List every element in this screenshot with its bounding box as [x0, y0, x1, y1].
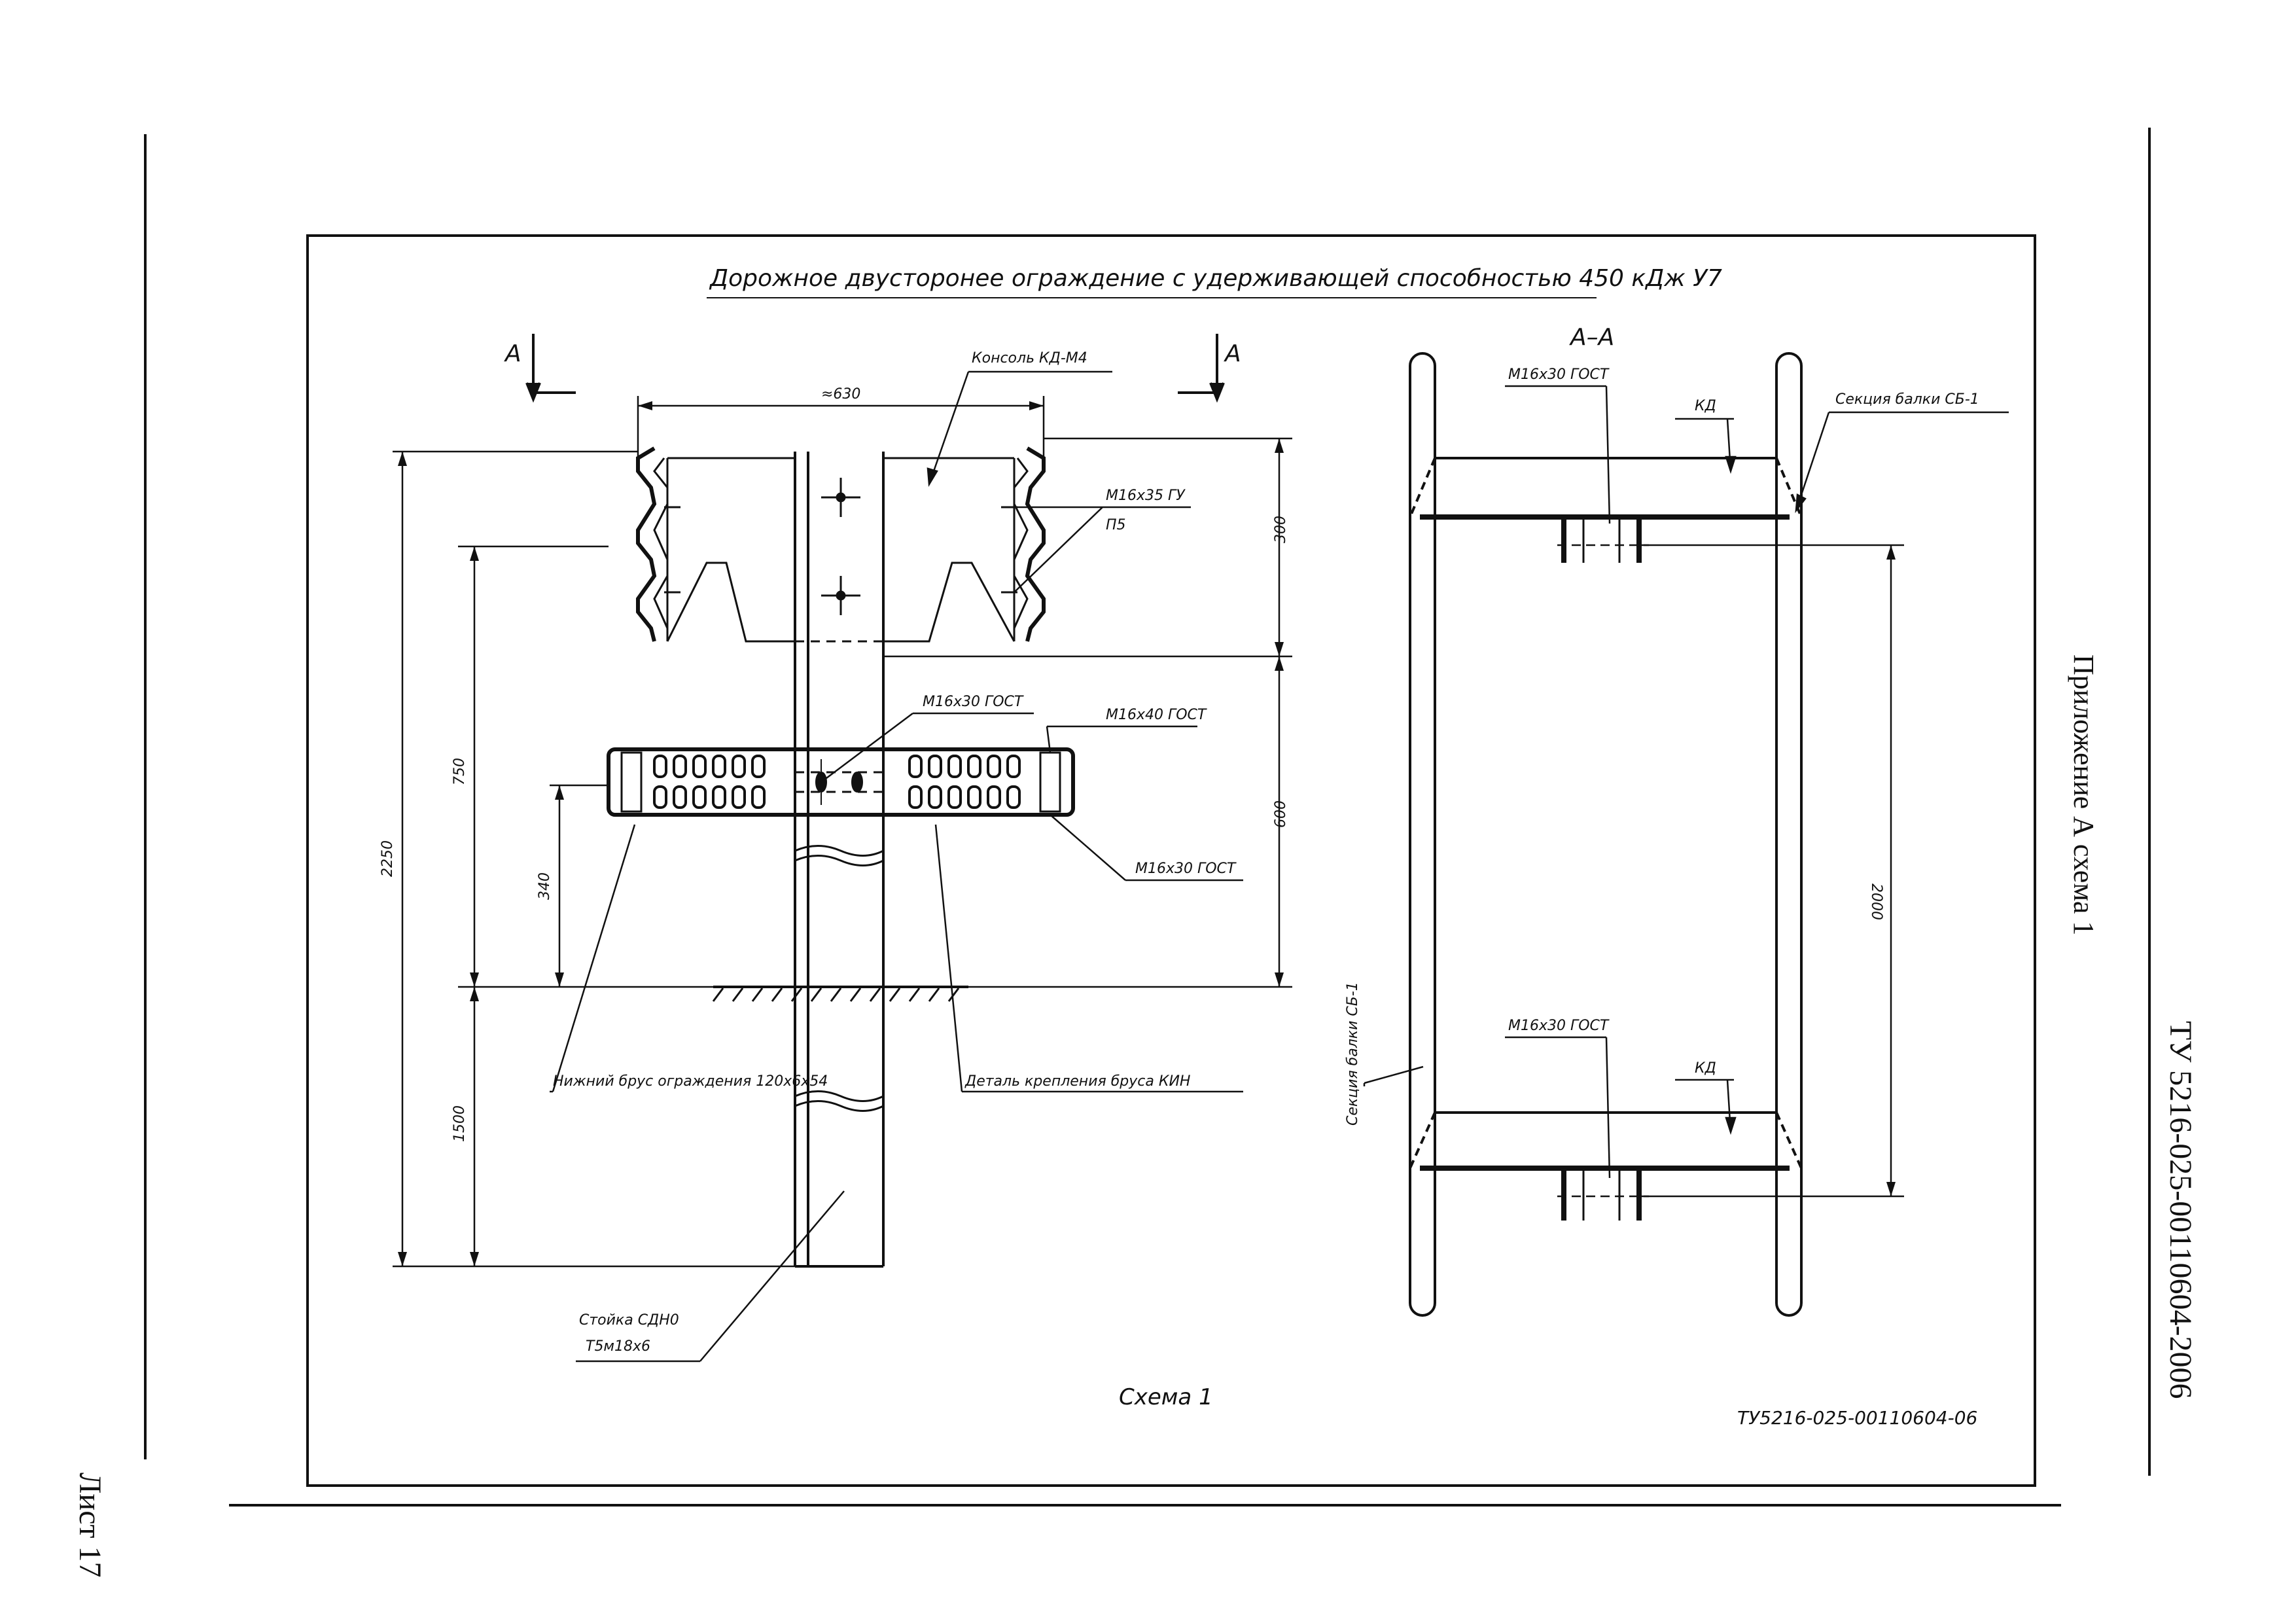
- aa-dim-spacing: 2000: [1868, 883, 1884, 920]
- doc-code: ТУ5216-025-00110604-06: [1737, 1407, 1978, 1429]
- section-mark-left: А: [505, 340, 521, 367]
- aa-beam-left: Секция балки СБ-1: [1345, 982, 1361, 1126]
- appendix-vertical: Приложение А схема 1: [2068, 654, 2100, 936]
- dim-750: 750: [451, 758, 468, 785]
- sheet-vertical: Лист 17: [73, 1472, 107, 1578]
- label-bolt-m16x35: М16х35 ГУ: [1106, 488, 1185, 504]
- section-view-label: А–А: [1570, 324, 1615, 351]
- label-fastening-detail: Деталь крепления бруса КИН: [965, 1073, 1191, 1090]
- dim-300: 300: [1273, 516, 1289, 543]
- dim-340: 340: [537, 872, 553, 900]
- aa-beam-right: Секция балки СБ-1: [1835, 391, 1979, 408]
- label-post-sub: Т5м18х6: [586, 1338, 651, 1355]
- section-aa-view: [1363, 352, 2009, 1317]
- header-vertical: ТУ 5216-025-00110604-2006: [2163, 1021, 2198, 1399]
- dim-1500: 1500: [451, 1105, 468, 1142]
- dim-2250: 2250: [380, 840, 396, 877]
- aa-bolt-top: М16х30 ГОСТ: [1508, 366, 1609, 383]
- label-bolt-m16x30-top: М16х30 ГОСТ: [923, 694, 1023, 710]
- aa-bolt-bottom: М16х30 ГОСТ: [1508, 1018, 1609, 1034]
- label-console: Консоль КД-М4: [972, 350, 1087, 366]
- label-bolt-p5: П5: [1106, 517, 1126, 533]
- dim-width-top: ≈630: [821, 386, 861, 402]
- scheme-label: Схема 1: [1119, 1384, 1213, 1410]
- section-mark-right: А: [1225, 340, 1241, 367]
- label-post: Стойка СДН0: [579, 1312, 679, 1329]
- drawing-title: Дорожное двусторонее ограждение с удержи…: [710, 265, 1722, 292]
- label-bolt-m16x40: М16х40 ГОСТ: [1106, 707, 1207, 723]
- front-view: [393, 334, 1292, 1363]
- label-bolt-m16x30-right: М16х30 ГОСТ: [1135, 861, 1236, 877]
- aa-kd-top: КД: [1695, 398, 1716, 414]
- label-beam-lower: Нижний брус ограждения 120х6х54: [553, 1073, 828, 1090]
- dim-600: 600: [1273, 800, 1289, 828]
- aa-kd-bottom: КД: [1695, 1060, 1716, 1077]
- drawing-frame: [306, 234, 2036, 1487]
